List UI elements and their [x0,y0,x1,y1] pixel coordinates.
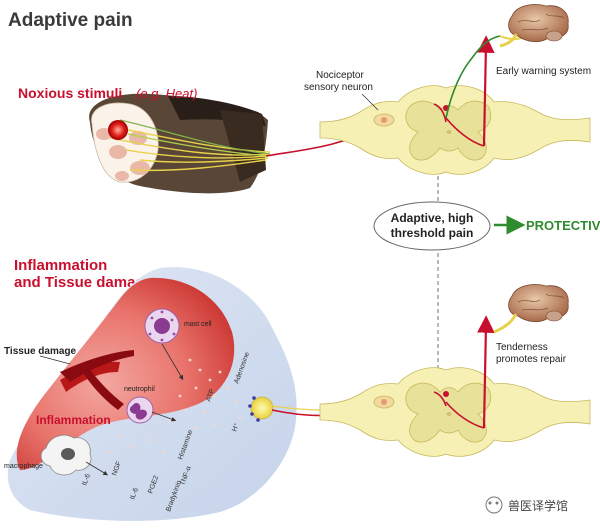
mast-cell-label: mast cell [184,321,212,328]
inflammation-heading-line1: Inflammation [14,257,107,274]
noxious-example-label: (e.g. Heat) [136,86,197,101]
noxious-stimuli-label: Noxious stimuli [18,85,122,101]
inflammation-heading-line2: and Tissue damage [14,274,153,291]
mediator-label: NGF [111,460,123,476]
mast-cell-icon [144,308,180,344]
mediator-label: H⁺ [231,422,241,433]
adaptive-box-line1: Adaptive, high [391,211,474,225]
macrophage-icon [40,434,92,476]
tissue-damage-label: Tissue damage [4,346,77,357]
tenderness-label-line2: promotes repair [496,354,567,365]
mediator-label: ATP [205,388,216,403]
early-warning-label: Early warning system [496,66,591,77]
spinal-cord-top [319,85,591,175]
adaptive-threshold-box: Adaptive, high threshold pain [373,201,491,251]
protective-label: PROTECTIVE [526,218,600,233]
ascending-pathway-top [477,35,495,147]
nerve-fibers-paw [109,119,271,172]
inflammation-label: Inflammation [36,413,111,427]
nociceptor-label-line1: Nociceptor [316,70,364,81]
mediator-arrows [85,343,184,476]
watermark-text: 兽医译学馆 [508,498,568,513]
macrophage-label: macrophage [4,463,43,470]
ascending-pathway-bottom [477,315,495,429]
nerve-terminal-icon [248,396,274,422]
mediator-label: IL-6 [129,487,140,501]
tenderness-label-line1: Tenderness [496,342,548,353]
neutrophil-label: neutrophil [124,386,155,393]
watermark: 兽医译学馆 [485,496,568,514]
heat-stimulus-icon [108,120,128,140]
brain-top-icon [499,4,569,48]
mediator-label: IL-6 [81,473,92,487]
nociceptor-label-line2: sensory neuron [304,82,373,93]
page-title: Adaptive pain [8,10,133,31]
tissue-damage-wound-icon [60,350,134,410]
neutrophil-icon [126,396,154,424]
green-pathway-top [445,35,501,119]
adaptive-box-line2: threshold pain [391,226,474,240]
brain-bottom-icon [493,284,569,334]
mediator-particles [108,358,242,454]
